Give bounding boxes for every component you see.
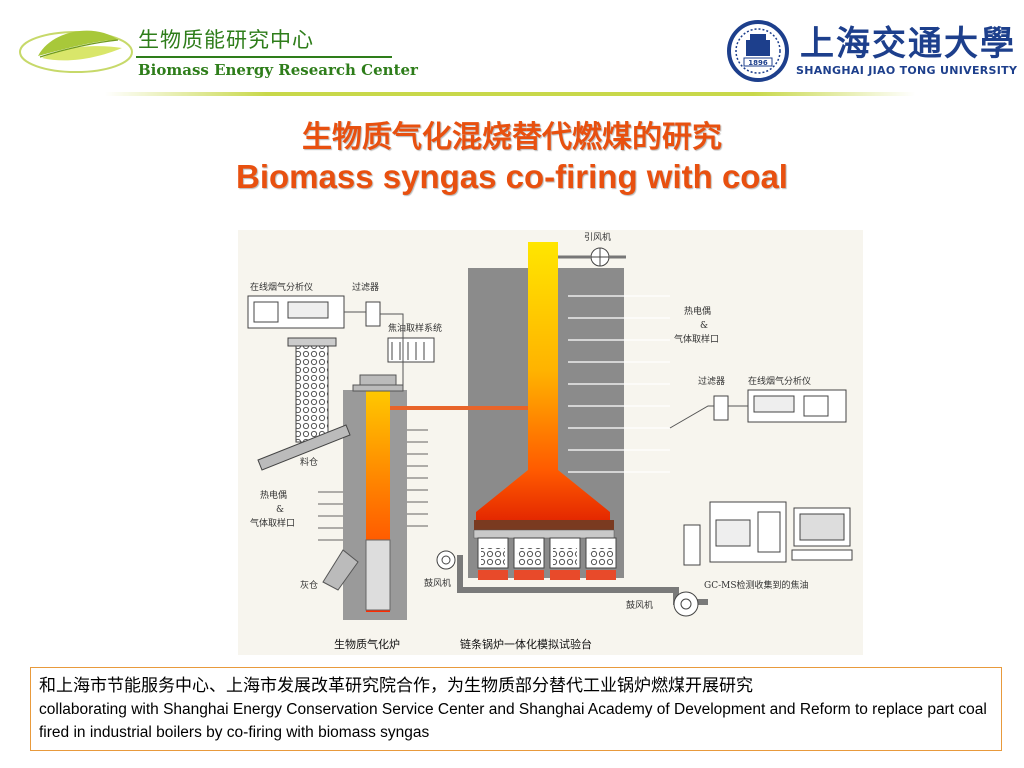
- cofiring-system-diagram: 引风机 料仓 焦油取样系统 在线烟气分析仪 过滤器 在线烟气: [238, 230, 863, 655]
- filter-left-label: 过滤器: [352, 281, 379, 293]
- tar-collection-bottle: [683, 524, 701, 566]
- thermocouple-right-label-3: 气体取样口: [674, 333, 719, 345]
- online-analyzer-right-label: 在线烟气分析仪: [748, 375, 811, 387]
- boiler-flame-column: [476, 242, 610, 528]
- boiler-platform-label: 链条锅炉一体化模拟试验台: [460, 637, 592, 651]
- tar-sampling-label: 焦油取样系统: [388, 322, 442, 334]
- center-name-underline: [136, 56, 392, 58]
- description-en: collaborating with Shanghai Energy Conse…: [39, 701, 987, 741]
- thermocouple-left-label-1: 热电偶: [260, 489, 287, 501]
- filter-right-icon: [713, 395, 729, 421]
- thermocouple-right-label-1: 热电偶: [684, 305, 711, 317]
- filter-left-icon: [365, 301, 381, 327]
- thermocouple-left-label-3: 气体取样口: [250, 517, 295, 529]
- leaf-logo-icon: [19, 30, 133, 73]
- university-name-cn: 上海交通大學: [800, 24, 1016, 64]
- hopper-label: 料仓: [300, 456, 318, 468]
- thermocouple-right-label-2: &: [700, 321, 708, 331]
- hopper: [295, 341, 329, 443]
- slide-title-cn: 生物质气化混烧替代燃煤的研究: [302, 120, 722, 155]
- blower-center-label: 鼓风机: [424, 577, 451, 589]
- sjtu-seal-year: 1896: [748, 59, 768, 67]
- screw-feeder: [257, 424, 351, 471]
- university-name-en: SHANGHAI JIAO TONG UNIVERSITY: [796, 64, 1018, 77]
- gasifier-label: 生物质气化炉: [334, 637, 400, 651]
- center-name-en: Biomass Energy Research Center: [138, 61, 418, 79]
- blower-right-icon: [673, 591, 699, 617]
- induced-fan-label: 引风机: [584, 231, 611, 243]
- blower-center-icon: [436, 550, 456, 570]
- center-name-cn: 生物质能研究中心: [138, 28, 314, 52]
- description-box: 和上海市节能服务中心、上海市发展改革研究院合作，为生物质部分替代工业锅炉燃煤开展…: [30, 667, 1002, 751]
- slide-title-en: Biomass syngas co-firing with coal: [236, 158, 788, 195]
- gasifier-ash-outlet: [322, 549, 359, 591]
- filter-right-label: 过滤器: [698, 375, 725, 387]
- blower-right-label: 鼓风机: [626, 599, 653, 611]
- online-analyzer-left-label: 在线烟气分析仪: [250, 281, 313, 293]
- tar-sampling-unit: [387, 337, 435, 363]
- ash-bin-label: 灰仓: [300, 579, 318, 591]
- sjtu-seal-icon: 1896: [727, 20, 789, 82]
- boiler-probes: [568, 295, 670, 473]
- grate-boxes: [477, 537, 617, 580]
- header-divider: [105, 92, 915, 96]
- thermocouple-left-label-2: &: [276, 505, 284, 515]
- description-cn: 和上海市节能服务中心、上海市发展改革研究院合作，为生物质部分替代工业锅炉燃煤开展…: [39, 676, 753, 696]
- gcms-label: GC-MS检测收集到的焦油: [704, 579, 809, 591]
